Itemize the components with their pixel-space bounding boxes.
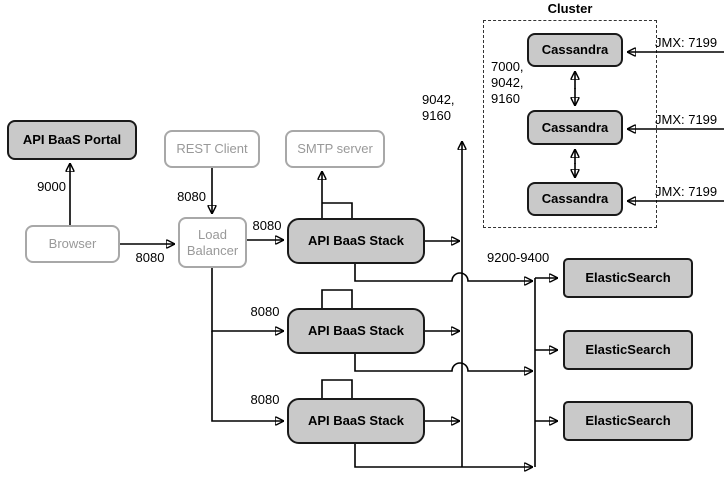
cassandra-2-node: Cassandra <box>527 110 623 145</box>
elasticsearch-1-node: ElasticSearch <box>563 258 693 298</box>
cassandra-3-node: Cassandra <box>527 182 623 216</box>
rest-client-node: REST Client <box>164 130 260 168</box>
port-label-9042-9160: 9042, 9160 <box>422 92 455 123</box>
port-label-7000-9042-9160: 7000, 9042, 9160 <box>491 59 524 106</box>
api-baas-stack-3-node: API BaaS Stack <box>287 398 425 444</box>
port-label-8080-stack-3: 8080 <box>250 392 280 407</box>
api-baas-portal-node: API BaaS Portal <box>7 120 137 160</box>
cluster-boundary <box>483 20 657 228</box>
api-baas-stack-2-node: API BaaS Stack <box>287 308 425 354</box>
arrow-stack-2-to-elasticsearch-bus <box>354 354 533 371</box>
port-label-8080-stack-1: 8080 <box>252 218 282 233</box>
jmx-label-3: JMX: 7199 <box>655 184 718 199</box>
arrow-stack-1-to-elasticsearch-bus <box>354 264 533 281</box>
jmx-label-1: JMX: 7199 <box>655 35 718 50</box>
smtp-junction-stack-2 <box>321 289 353 308</box>
smtp-junction-stack-3 <box>321 379 353 398</box>
cluster-label: Cluster <box>547 1 593 16</box>
cassandra-1-node: Cassandra <box>527 33 623 67</box>
jmx-label-2: JMX: 7199 <box>655 112 718 127</box>
arrow-load-balancer-to-stack-3 <box>211 331 284 421</box>
port-label-9200-9400: 9200-9400 <box>487 250 550 265</box>
api-baas-stack-1-node: API BaaS Stack <box>287 218 425 264</box>
port-label-8080-browser: 8080 <box>135 250 165 265</box>
browser-node: Browser <box>25 225 120 263</box>
port-label-9000: 9000 <box>37 179 66 194</box>
smtp-server-node: SMTP server <box>285 130 385 168</box>
load-balancer-node: Load Balancer <box>178 217 247 268</box>
elasticsearch-3-node: ElasticSearch <box>563 401 693 441</box>
port-label-8080-stack-2: 8080 <box>250 304 280 319</box>
smtp-junction-stack-1 <box>322 202 353 218</box>
arrow-stack-3-to-elasticsearch-bus <box>354 444 533 467</box>
arrow-load-balancer-to-stack-2 <box>211 268 284 331</box>
elasticsearch-2-node: ElasticSearch <box>563 330 693 370</box>
port-label-8080-rest-client: 8080 <box>177 189 206 204</box>
